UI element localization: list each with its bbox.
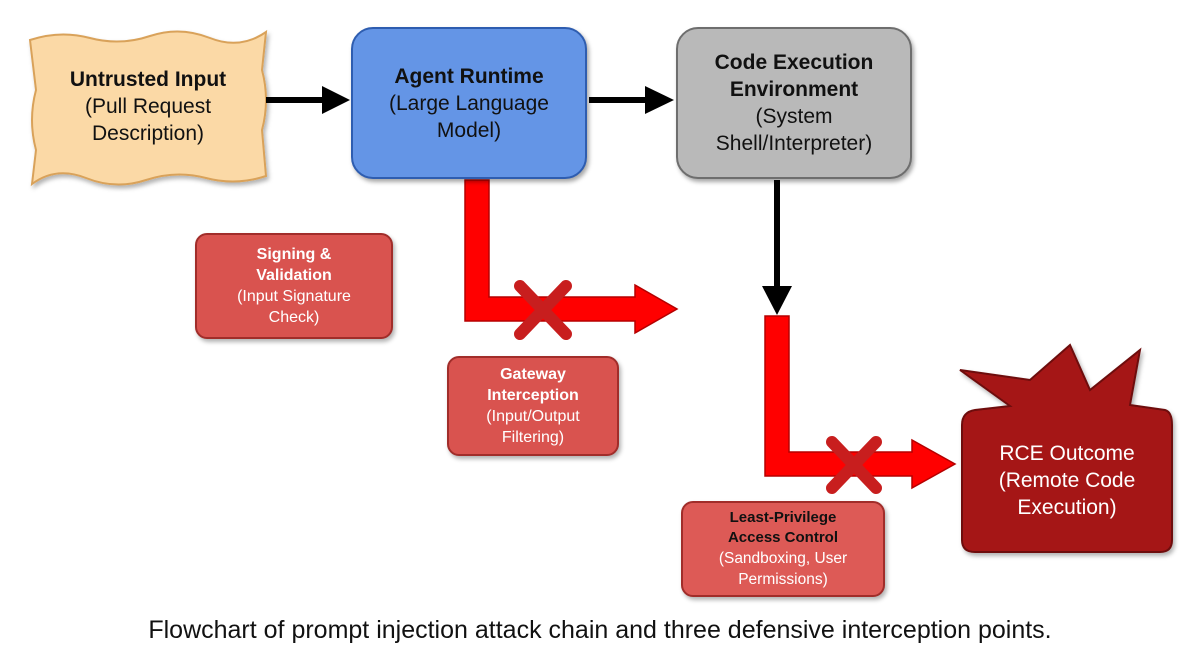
untrusted-input-title: Untrusted Input [69, 67, 227, 91]
least-privilege-line-1: (Sandboxing, User [718, 550, 848, 567]
rce-outcome-line-3: Execution) [1017, 495, 1117, 519]
flow-arrow-agent-to-exec [589, 86, 674, 114]
untrusted-input-line-1: (Pull Request [84, 94, 212, 118]
code-execution-node: Code Execution Environment (System Shell… [676, 27, 912, 179]
agent-runtime-title: Agent Runtime [394, 64, 544, 88]
figure-caption: Flowchart of prompt injection attack cha… [148, 616, 1052, 644]
rce-outcome-line-2: (Remote Code [998, 468, 1136, 492]
blocked-x-gateway-icon [514, 280, 572, 340]
agent-runtime-node: Agent Runtime (Large Language Model) [351, 27, 587, 179]
untrusted-input-line-2: Description) [91, 121, 205, 145]
gateway-line-2: Filtering) [501, 429, 565, 446]
code-execution-line-1: (System [755, 105, 833, 128]
code-execution-line-2: Shell/Interpreter) [715, 132, 873, 155]
signing-line-2: Check) [268, 309, 320, 326]
rce-outcome-burst-shape [959, 343, 1173, 553]
attack-path-agent-gateway [464, 179, 679, 335]
untrusted-input-node: Untrusted Input (Pull Request Descriptio… [30, 28, 266, 184]
agent-runtime-line-1: (Large Language [389, 91, 549, 115]
flow-arrow-input-to-agent [266, 86, 350, 114]
code-execution-title-line-1: Code Execution [714, 51, 874, 74]
least-privilege-title-line-1: Least-Privilege [729, 509, 837, 526]
gateway-line-1: (Input/Output [486, 408, 580, 425]
rce-outcome-line-1: RCE Outcome [999, 441, 1135, 465]
untrusted-input-shape [28, 29, 268, 187]
signing-title-line-2: Validation [256, 267, 332, 284]
least-privilege-line-2: Permissions) [738, 571, 828, 588]
signing-validation-defense: Signing & Validation (Input Signature Ch… [195, 233, 393, 339]
code-execution-title-line-2: Environment [729, 78, 859, 101]
blocked-x-least-privilege-icon [826, 436, 882, 494]
signing-title-line-1: Signing & [256, 246, 332, 263]
least-privilege-defense: Least-Privilege Access Control (Sandboxi… [681, 501, 885, 597]
least-privilege-title-line-2: Access Control [727, 529, 839, 546]
gateway-title-line-2: Interception [487, 387, 579, 404]
rce-outcome-node: RCE Outcome (Remote Code Execution) [962, 410, 1172, 550]
agent-runtime-line-2: Model) [436, 118, 502, 142]
flow-arrow-exec-down [762, 180, 792, 315]
gateway-title-line-1: Gateway [500, 366, 566, 383]
gateway-interception-defense: Gateway Interception (Input/Output Filte… [447, 356, 619, 456]
signing-line-1: (Input Signature [237, 288, 351, 305]
